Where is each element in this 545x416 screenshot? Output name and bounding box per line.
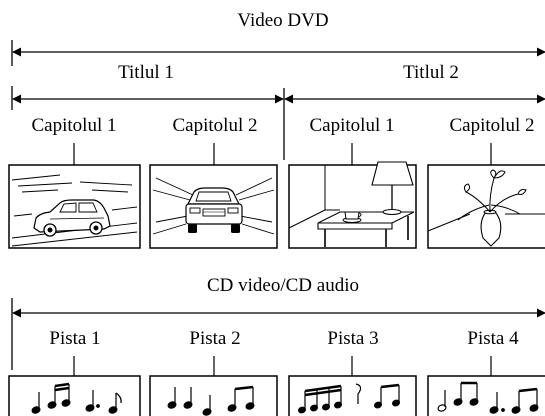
chapter-frame-vase: [427, 164, 545, 249]
title-2-chapter-1-label: Capitolul 1: [310, 115, 395, 136]
title-1-chapter-1-label: Capitolul 1: [32, 115, 117, 136]
track-2-label: Pista 2: [189, 328, 240, 349]
track-3-label: Pista 3: [327, 328, 378, 349]
track-1-label: Pista 1: [49, 328, 100, 349]
chapter-frame-room-lamp: [288, 161, 417, 249]
title-2-chapter-2-label: Capitolul 2: [450, 115, 535, 136]
title-2-label: Titlul 2: [403, 62, 459, 83]
video-dvd-title: Video DVD: [237, 10, 328, 31]
title-1-label: Titlul 1: [118, 62, 174, 83]
title-1-chapter-2-label: Capitolul 2: [173, 115, 258, 136]
chapter-frame-car-front: [149, 164, 278, 249]
track-4-frame-notes: [427, 375, 545, 416]
track-3-frame-notes: [288, 375, 417, 416]
cd-title: CD video/CD audio: [207, 275, 359, 296]
track-4-label: Pista 4: [467, 328, 519, 349]
track-1-frame-notes: [8, 375, 141, 416]
track-2-frame-notes: [149, 375, 278, 416]
chapter-frame-car-side: [8, 164, 141, 249]
